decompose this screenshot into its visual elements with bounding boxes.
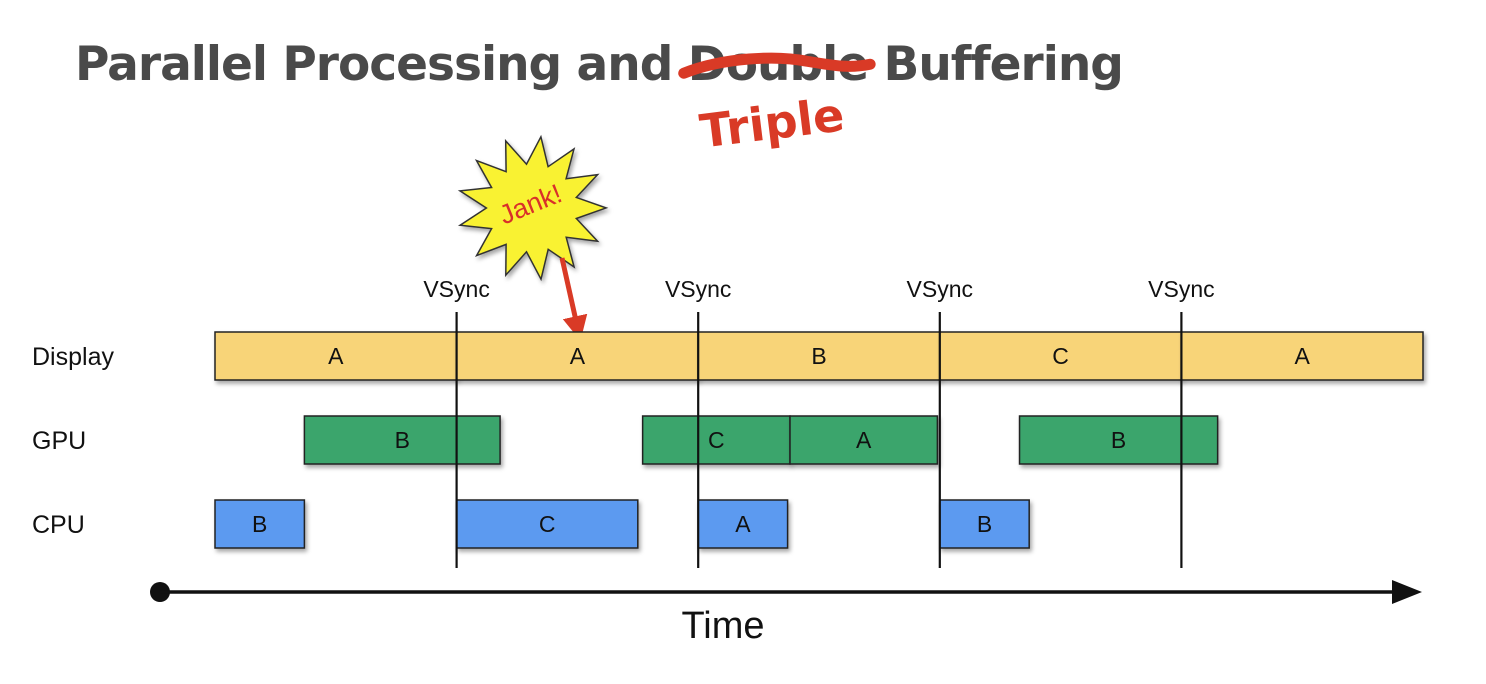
slide-title: Parallel Processing and Double Buffering [75, 37, 1123, 92]
vsync-label: VSync [1148, 276, 1214, 302]
title-after: Buffering [868, 37, 1123, 92]
jank-starburst-icon [457, 134, 609, 282]
cpu-block-label: B [252, 511, 267, 537]
display-block-rect [697, 331, 941, 381]
jank-arrow-icon [559, 257, 588, 341]
cpu-block-rect [455, 499, 639, 549]
gpu-block-label: A [856, 427, 872, 453]
gpu-block-label: B [1111, 427, 1126, 453]
strike-through-stroke [678, 52, 876, 79]
gpu-block: C [641, 415, 791, 465]
display-block-rect [939, 331, 1183, 381]
cpu-block: C [455, 499, 639, 549]
gpu-block-rect [641, 415, 791, 465]
gpu-block-label: B [395, 427, 410, 453]
row-label-cpu: CPU [32, 511, 85, 539]
vsync-markers: VSync VSync VSync VSync [423, 276, 1215, 568]
jank-callout: Jank! [457, 134, 609, 341]
time-axis-label: Time [681, 605, 764, 647]
cpu-block: B [214, 499, 306, 549]
display-block-label: C [1052, 343, 1069, 369]
handwritten-correction: Triple [697, 87, 847, 158]
display-block-label: B [811, 343, 826, 369]
cpu-block: B [939, 499, 1030, 549]
gpu-block-rect [789, 415, 939, 465]
gpu-block: A [789, 415, 939, 465]
cpu-block-label: C [539, 511, 556, 537]
gpu-block: B [303, 415, 501, 465]
time-axis-arrowhead-icon [1392, 580, 1422, 604]
cpu-block: A [697, 499, 789, 549]
vsync-label: VSync [423, 276, 489, 302]
gpu-block-label: C [708, 427, 725, 453]
display-block: C [939, 331, 1183, 381]
gpu-block-rect [303, 415, 501, 465]
display-block: B [697, 331, 941, 381]
time-axis: Time [150, 580, 1422, 647]
vsync-label: VSync [665, 276, 731, 302]
gpu-block-rect [1018, 415, 1219, 465]
timeline-blocks: A A B C A B C A B B C A B [214, 331, 1424, 549]
title-before: Parallel Processing and [75, 37, 688, 92]
display-block: A [455, 331, 699, 381]
display-block: A [214, 331, 458, 381]
cpu-block-label: B [977, 511, 992, 537]
display-block-label: A [570, 343, 586, 369]
vsync-label: VSync [907, 276, 973, 302]
display-block-rect [1180, 331, 1424, 381]
gpu-block: B [1018, 415, 1219, 465]
cpu-block-label: A [735, 511, 751, 537]
row-label-gpu: GPU [32, 427, 86, 455]
display-block: A [1180, 331, 1424, 381]
cpu-block-rect [697, 499, 789, 549]
cpu-block-rect [214, 499, 306, 549]
row-label-display: Display [32, 343, 114, 371]
display-block-label: A [328, 343, 344, 369]
display-block-label: A [1295, 343, 1311, 369]
